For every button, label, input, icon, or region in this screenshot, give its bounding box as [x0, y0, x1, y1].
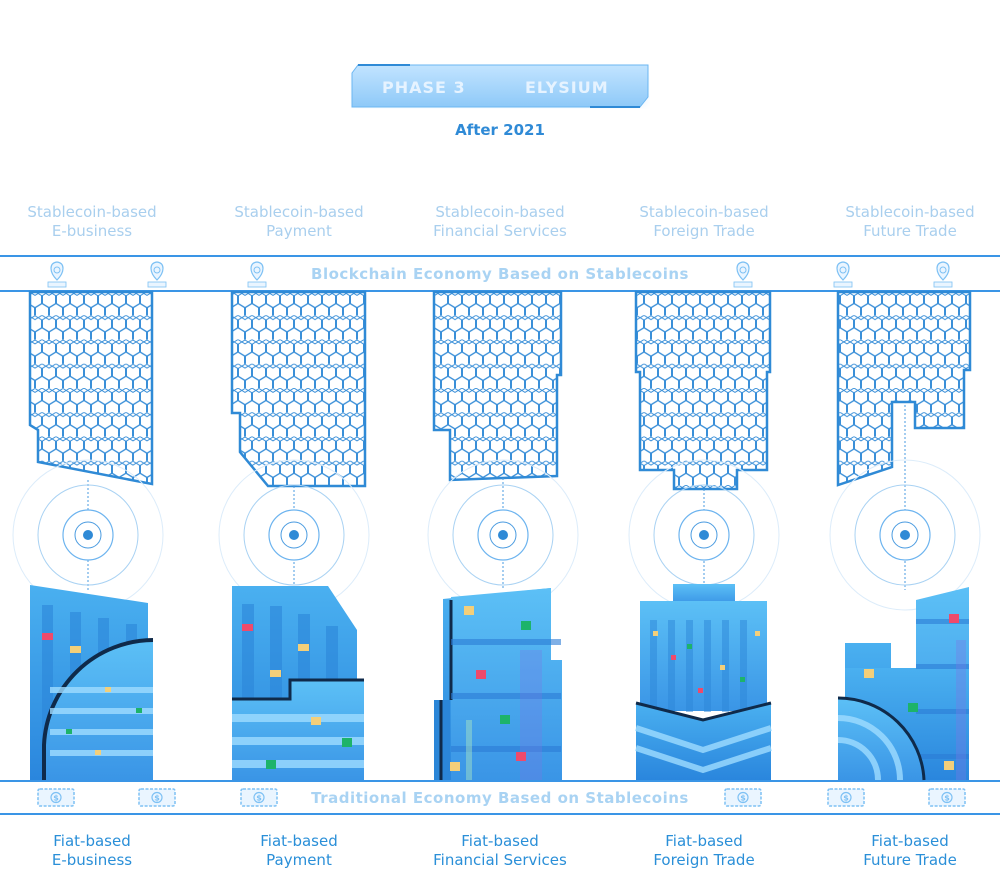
phase-name: ELYSIUM: [525, 78, 609, 97]
location-pin-icon: [933, 261, 953, 288]
svg-text:$: $: [256, 794, 262, 803]
target-ring-icon: [829, 405, 981, 611]
location-pin-icon: [833, 261, 853, 288]
building-ebusiness: [30, 585, 154, 780]
building-payment: [232, 586, 364, 780]
top-band-title: Blockchain Economy Based on Stablecoins: [311, 265, 689, 283]
building-financial-services: [434, 588, 562, 780]
svg-text:$: $: [53, 794, 59, 803]
bottom-band-title: Traditional Economy Based on Stablecoins: [311, 789, 689, 807]
location-pin-icon: [733, 261, 753, 288]
dollar-bill-icon: $: [928, 788, 966, 807]
location-pin-icon: [147, 261, 167, 288]
svg-text:$: $: [740, 794, 746, 803]
hex-block-future-trade: [836, 290, 972, 487]
hex-block-payment: [230, 290, 367, 488]
hex-block-ebusiness: [28, 290, 154, 486]
target-ring-icon: [12, 459, 164, 611]
target-ring-icon: [427, 459, 579, 611]
dollar-bill-icon: $: [37, 788, 75, 807]
svg-text:$: $: [944, 794, 950, 803]
dollar-bill-icon: $: [724, 788, 762, 807]
phase-banner: [351, 64, 649, 108]
target-ring-icon: [628, 459, 780, 611]
hex-block-foreign-trade: [634, 290, 772, 491]
building-future-trade: [837, 587, 969, 781]
svg-text:$: $: [843, 794, 849, 803]
hex-block-financial-services: [432, 290, 563, 482]
phase-date: After 2021: [455, 121, 545, 139]
dollar-bill-icon: $: [240, 788, 278, 807]
dollar-bill-icon: $: [827, 788, 865, 807]
svg-text:$: $: [154, 794, 160, 803]
dollar-bill-icon: $: [138, 788, 176, 807]
phase-label: PHASE 3: [382, 78, 466, 97]
location-pin-icon: [47, 261, 67, 288]
location-pin-icon: [247, 261, 267, 288]
building-foreign-trade: [635, 584, 772, 780]
target-ring-icon: [218, 459, 370, 611]
